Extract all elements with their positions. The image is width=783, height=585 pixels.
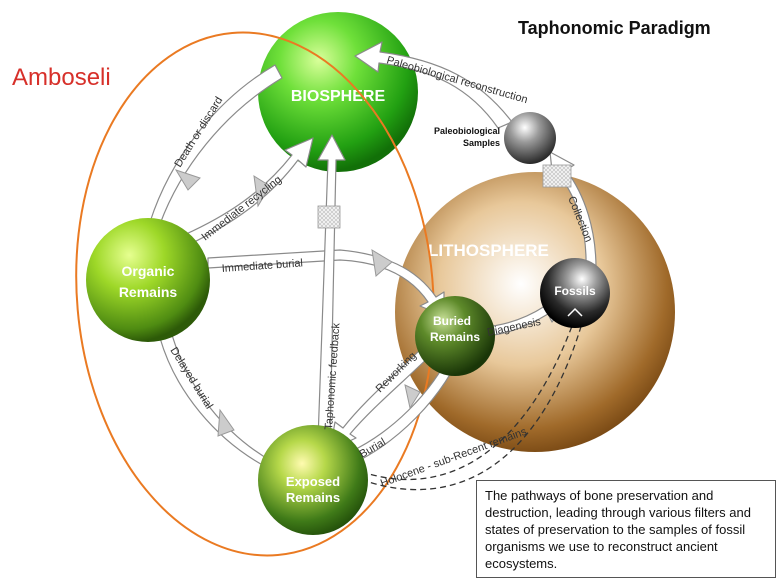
- label-immediate-burial: Immediate burial: [221, 257, 303, 275]
- amboseli-label: Amboseli: [12, 64, 111, 91]
- paleo-samples-label-1: Paleobiological: [434, 126, 500, 136]
- fossils-sphere: [540, 258, 610, 328]
- buried-remains-label-1: Buried: [433, 314, 471, 328]
- caption-box: The pathways of bone preservation and de…: [476, 480, 776, 578]
- holocene-paths: [351, 317, 584, 491]
- biosphere-label: BIOSPHERE: [291, 88, 386, 105]
- label-immediate-recycling: Immediate recycling: [199, 174, 283, 244]
- diagram-title: Taphonomic Paradigm: [518, 18, 711, 38]
- arrow-immediate-recycling: [183, 137, 314, 246]
- arrow-taphonomic-feedback: [317, 134, 346, 441]
- exposed-remains-sphere: [258, 425, 368, 535]
- fossils-label: Fossils: [554, 284, 596, 298]
- organic-remains-sphere: [86, 218, 210, 342]
- exposed-remains-label-2: Remains: [286, 490, 340, 505]
- paleo-samples-label-2: Samples: [463, 138, 500, 148]
- label-death-or-discard: Death or discard: [172, 95, 225, 170]
- organic-remains-label-2: Remains: [119, 284, 178, 300]
- organic-remains-label-1: Organic: [122, 263, 175, 279]
- exposed-remains-label-1: Exposed: [286, 474, 340, 489]
- buried-remains-sphere: [415, 296, 495, 376]
- amboseli-ellipse: [75, 31, 435, 557]
- paleo-samples-sphere: [504, 112, 556, 164]
- buried-remains-label-2: Remains: [430, 330, 480, 344]
- fossils-caret-icon: [567, 307, 583, 317]
- arrow-paleo-reconstruction: [354, 41, 513, 129]
- lithosphere-label: LITHOSPHERE: [428, 241, 549, 260]
- filter-meshes: [174, 164, 572, 437]
